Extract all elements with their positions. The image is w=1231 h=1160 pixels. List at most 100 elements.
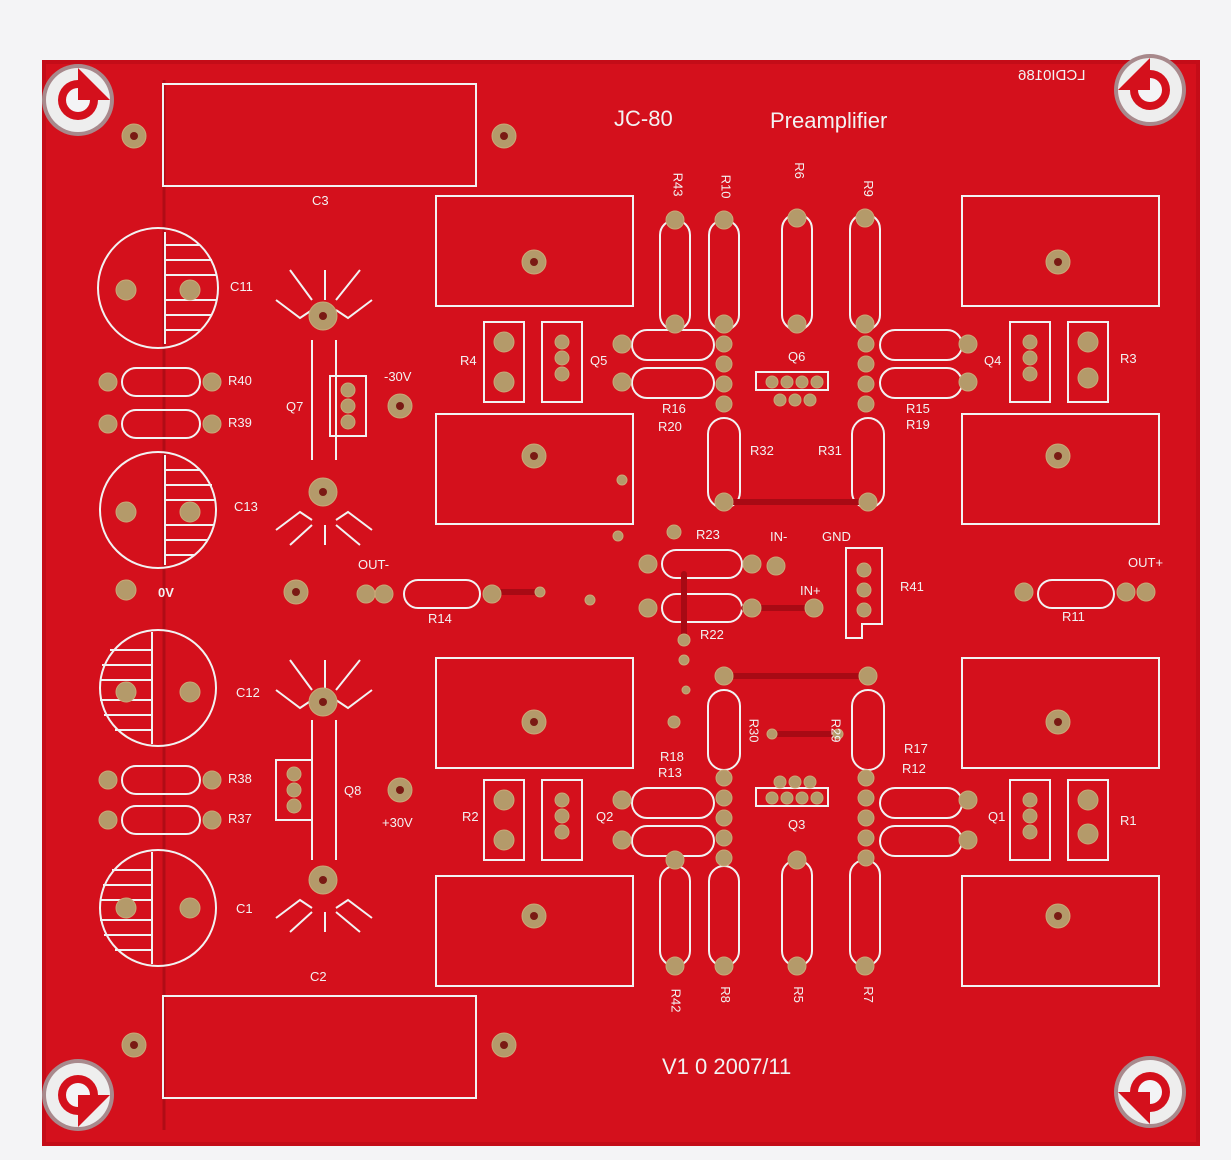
label-r17: R17 (904, 741, 928, 756)
r40-outline (121, 367, 201, 397)
label-r22: R22 (700, 627, 724, 642)
q3-outline (755, 787, 829, 807)
label-r41: R41 (900, 579, 924, 594)
pad-box-ur-top (961, 195, 1160, 307)
c3-outline (162, 83, 477, 187)
label-r18: R18 (660, 749, 684, 764)
label-r20: R20 (658, 419, 682, 434)
r38-outline (121, 765, 201, 795)
board-subtitle: Preamplifier (770, 108, 888, 133)
r20-outline (631, 367, 715, 399)
label-r15: R15 (906, 401, 930, 416)
label-r9: R9 (860, 180, 876, 197)
label-zero-volt: 0V (158, 585, 174, 600)
pad-box-lr-bot (961, 875, 1160, 987)
label-q7: Q7 (286, 399, 304, 414)
label-r6: R6 (791, 162, 807, 179)
pad-box-ll-bot (435, 875, 634, 987)
solder-mask (46, 64, 1196, 1142)
label-r32: R32 (750, 443, 774, 458)
q7-heatsink (275, 269, 373, 546)
r4-block (483, 321, 525, 403)
label-out-minus: OUT- (358, 557, 390, 572)
label-c11: C11 (230, 279, 253, 294)
label-r10: R10 (718, 174, 734, 199)
label-r38: R38 (228, 771, 252, 786)
label-r40: R40 (228, 373, 252, 388)
label-r42: R42 (668, 988, 684, 1013)
label-c1: C1 (236, 901, 253, 916)
label-r19: R19 (906, 417, 930, 432)
pad-box-ur-bot (961, 413, 1160, 525)
c12-outline (99, 629, 217, 747)
q5-block (541, 321, 583, 403)
board-version: V1 0 2007/11 (662, 1054, 792, 1079)
label-q1: Q1 (988, 809, 1006, 824)
r37-outline (121, 805, 201, 835)
r13-outline (631, 787, 715, 819)
label-r14: R14 (428, 611, 452, 626)
r3-block (1067, 321, 1109, 403)
r41-outline (845, 547, 883, 639)
label-r2: R2 (462, 809, 479, 824)
q1-block (1009, 779, 1051, 861)
q4-block (1009, 321, 1051, 403)
label-r23: R23 (696, 527, 720, 542)
pad-box-ul-bot (435, 413, 634, 525)
label-r8: R8 (717, 986, 733, 1003)
label-c13: C13 (234, 499, 258, 514)
mounting-hole-br (1114, 1056, 1186, 1128)
label-q3: Q3 (788, 817, 806, 832)
label-out-plus: OUT+ (1128, 555, 1164, 570)
label-r13: R13 (658, 765, 682, 780)
label-c12: C12 (236, 685, 260, 700)
pad-box-lr-top (961, 657, 1160, 769)
mounting-hole-bl (42, 1059, 114, 1131)
label-r30: R30 (746, 718, 762, 743)
q8-heatsink (275, 659, 373, 933)
r39-outline (121, 409, 201, 439)
label-r39: R39 (228, 415, 252, 430)
label-q5: Q5 (590, 353, 608, 368)
c2-outline (162, 995, 477, 1099)
label-q4: Q4 (984, 353, 1002, 368)
label-neg30v: -30V (384, 369, 412, 384)
label-q6: Q6 (788, 349, 806, 364)
label-r5: R5 (790, 986, 806, 1003)
label-r16: R16 (662, 401, 686, 416)
mounting-hole-tl (42, 64, 114, 136)
r23-outline (661, 549, 743, 579)
label-r31: R31 (818, 443, 842, 458)
c13-outline (99, 451, 217, 569)
label-r11: R11 (1062, 609, 1085, 624)
label-r29: R29 (828, 718, 844, 743)
label-c2: C2 (310, 969, 327, 984)
c1-outline (99, 849, 217, 967)
label-r43: R43 (670, 172, 686, 197)
label-r7: R7 (860, 986, 876, 1003)
r2-block (483, 779, 525, 861)
board-title: JC-80 (614, 106, 673, 131)
drill-holes (130, 132, 1062, 1049)
r14-outline (403, 579, 481, 609)
label-in-plus: IN+ (800, 583, 821, 598)
label-q8: Q8 (344, 783, 362, 798)
label-pos30v: +30V (382, 815, 413, 830)
r11-outline (1037, 579, 1115, 609)
label-in-minus: IN- (770, 529, 788, 544)
r1-block (1067, 779, 1109, 861)
pad-box-ll-top (435, 657, 634, 769)
board-serial: LCDI0186 (1018, 67, 1086, 84)
label-r37: R37 (228, 811, 252, 826)
label-r1: R1 (1120, 813, 1137, 828)
label-r3: R3 (1120, 351, 1137, 366)
label-gnd: GND (822, 529, 851, 544)
label-q2: Q2 (596, 809, 614, 824)
label-c3: C3 (312, 193, 329, 208)
label-r12: R12 (902, 761, 926, 776)
q6-outline (755, 371, 829, 391)
mounting-hole-tr (1114, 54, 1186, 126)
pad-box-ul-top (435, 195, 634, 307)
q2-block (541, 779, 583, 861)
